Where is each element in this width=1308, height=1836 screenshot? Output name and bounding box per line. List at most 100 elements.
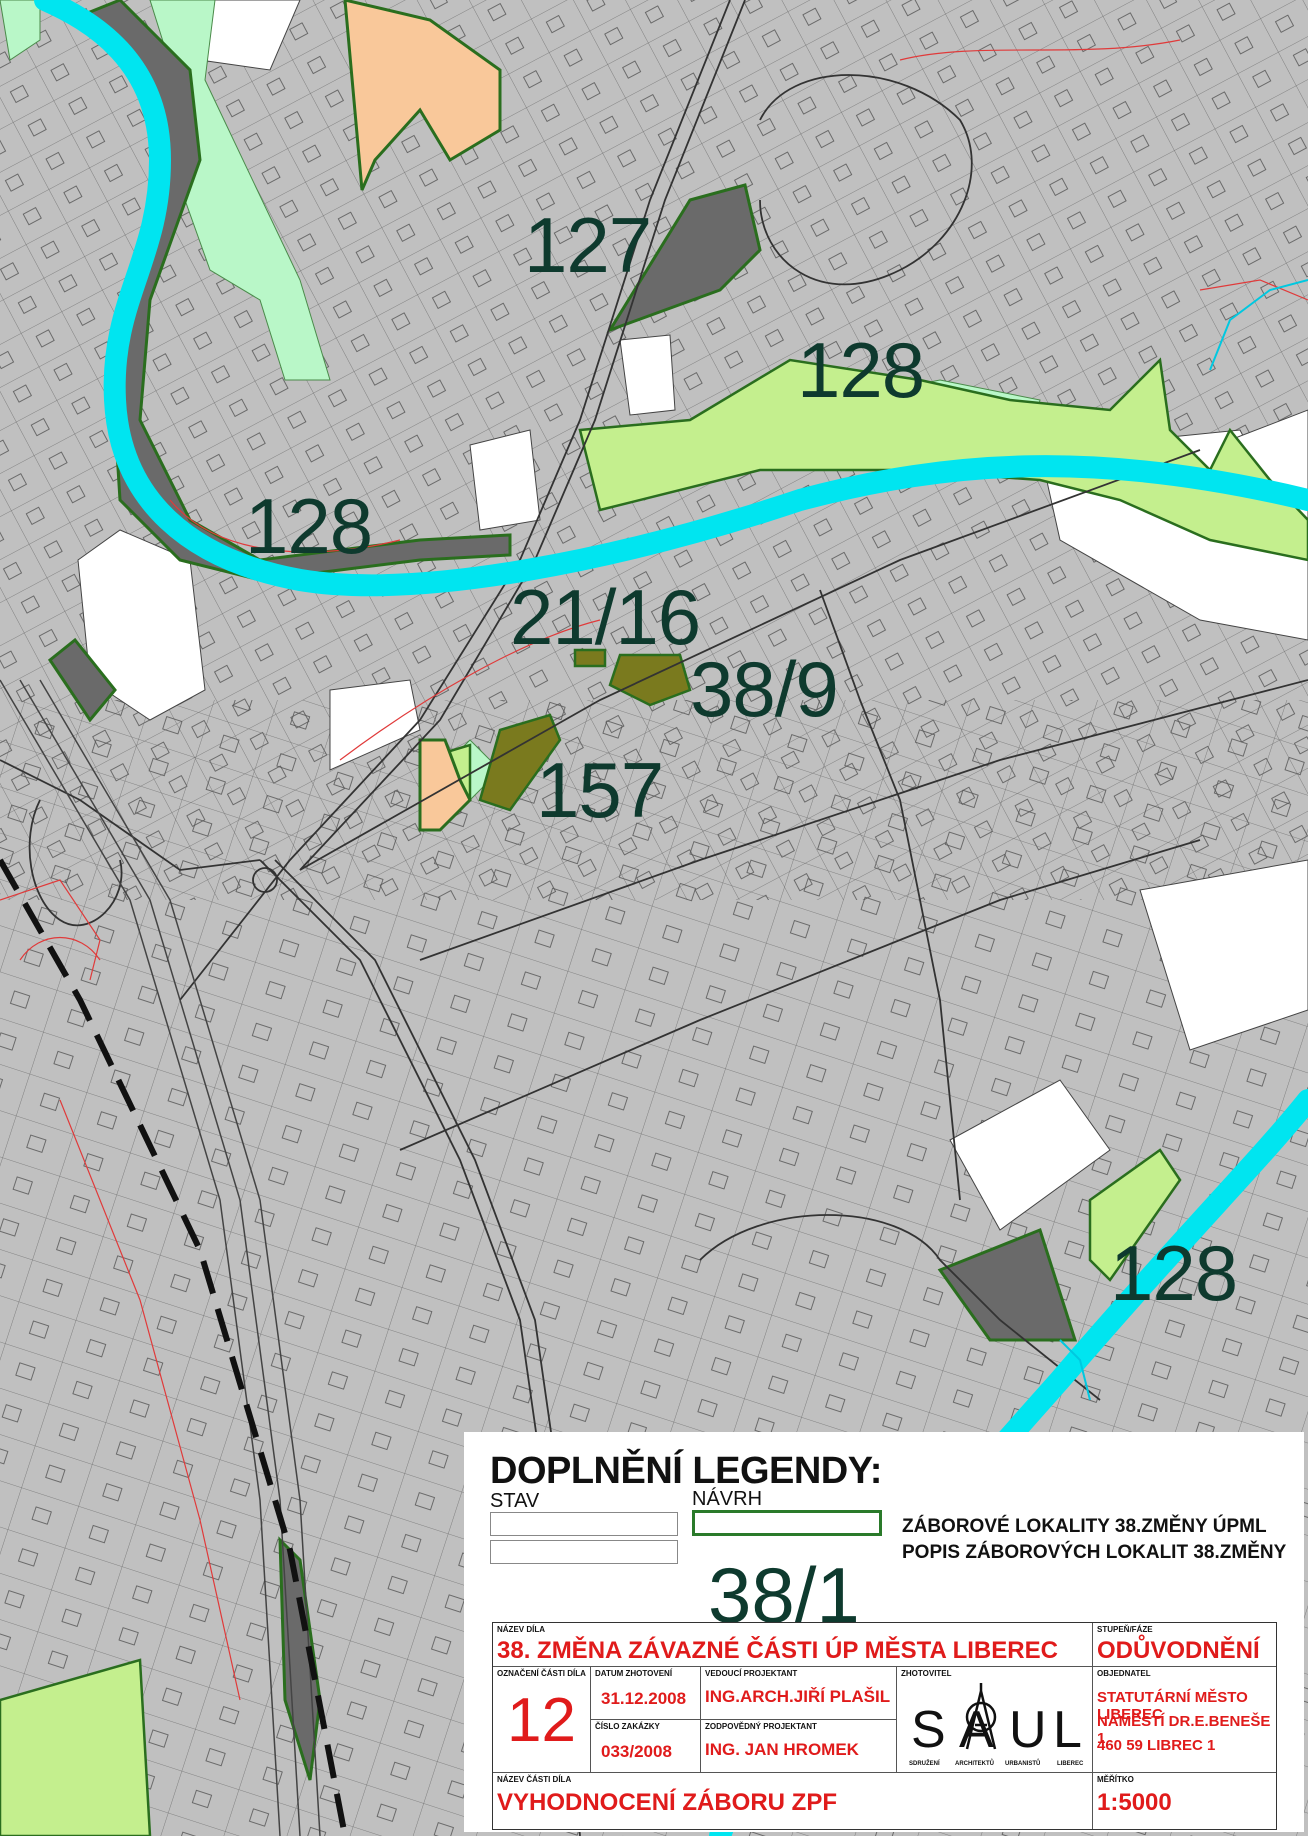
caption-datum: DATUM ZHOTOVENÍ [595,1669,673,1678]
map-feature [343,0,502,191]
map-feature [19,679,301,1836]
map-feature [0,0,41,61]
navrh-swatch [692,1510,882,1536]
legend-example-label: 38/1 [708,1551,860,1639]
cell-vedouci: VEDOUCÍ PROJEKTANT ING.ARCH.JIŘÍ PLAŠIL [701,1667,897,1720]
logo-word: SDRUŽENÍ [909,1759,940,1767]
caption-vedouci: VEDOUCÍ PROJEKTANT [705,1669,798,1678]
cell-nazev-dila: NÁZEV DÍLA 38. ZMĚNA ZÁVAZNÉ ČÁSTI ÚP MĚ… [493,1623,1093,1667]
map-feature [619,334,676,416]
stav-label: STAV [490,1490,540,1512]
stream [1059,1339,1091,1401]
client-line-2: NÁMĚSTÍ DR.E.BENEŠE 1 [1097,1713,1271,1747]
cell-oznaceni: OZNAČENÍ ČÁSTI DÍLA 12 [493,1667,591,1773]
map-feature [699,1214,1101,1401]
scale-value: 1:5000 [1097,1789,1172,1816]
map-feature [419,679,1308,961]
map-feature [274,859,576,1601]
locality-label: 38/9 [690,645,838,733]
stav-swatch-1 [490,1512,678,1536]
cell-nazev-casti: NÁZEV ČÁSTI DÍLA VYHODNOCENÍ ZÁBORU ZPF [493,1773,1093,1829]
work-title: 38. ZMĚNA ZÁVAZNÉ ČÁSTI ÚP MĚSTA LIBEREC [497,1637,1058,1664]
map-feature [329,679,421,771]
map-feature [899,39,1181,61]
map-feature [759,74,973,286]
phase-value: ODŮVODNĚNÍ [1097,1637,1260,1664]
map-feature [0,858,348,1836]
caption-objednatel: OBJEDNATEL [1097,1669,1151,1678]
map-feature [418,738,472,832]
map-feature [39,679,321,1836]
locality-label: 128 [797,326,924,414]
client-line-3: 460 59 LIBREC 1 [1097,1737,1216,1754]
map-feature [1088,1148,1182,1282]
locality-label: 157 [536,746,663,834]
map-feature [478,713,562,812]
map-feature [34,0,1308,597]
navrh-label: NÁVRH [692,1488,763,1510]
responsible-designer: ING. JAN HROMEK [705,1740,859,1759]
logo-letter: S [911,1701,946,1759]
logo-word: URBANISTŮ [1005,1759,1040,1767]
locality-label: 128 [245,482,372,570]
caption-meritko: MĚŘÍTKO [1097,1775,1134,1784]
orange-areas [343,0,502,832]
map-feature [469,429,541,531]
locality-label: 21/16 [510,573,700,661]
locality-label: 127 [524,201,651,289]
map-feature [573,648,607,668]
logo-letter: A [959,1701,994,1759]
map-feature [0,679,281,1836]
cell-meritko: MĚŘÍTKO 1:5000 [1093,1773,1276,1829]
title-block: NÁZEV DÍLA 38. ZMĚNA ZÁVAZNÉ ČÁSTI ÚP MĚ… [492,1622,1277,1830]
cell-datum: DATUM ZHOTOVENÍ 31.12.2008 [591,1667,701,1720]
cell-objednatel: OBJEDNATEL STATUTÁRNÍ MĚSTO LIBEREC NÁMĚ… [1093,1667,1276,1773]
cell-zhotovitel: ZHOTOVITEL S A U L SDRUŽENÍ ARCHITEKTŮ U… [897,1667,1093,1773]
map-feature [606,183,762,333]
part-title: VYHODNOCENÍ ZÁBORU ZPF [497,1789,838,1816]
cell-stupen: STUPEŇ/FÁZE ODŮVODNĚNÍ [1093,1623,1276,1667]
map-feature [179,0,731,1001]
map-feature [28,799,123,927]
logo-letter: L [1053,1701,1082,1759]
map-feature [252,867,278,893]
map-feature [1139,859,1308,1051]
caption-nazev-casti: NÁZEV ČÁSTI DÍLA [497,1775,572,1784]
logo-word: LIBEREC [1057,1761,1084,1767]
logo-word: ARCHITEKTŮ [955,1759,994,1767]
cell-zodpovedny: ZODPOVĚDNÝ PROJEKTANT ING. JAN HROMEK [701,1720,897,1773]
legend-entry-localities: ZÁBOROVÉ LOKALITY 38.ZMĚNY ÚPML [902,1516,1267,1537]
forest-dark-areas [47,0,1078,1781]
locality-label: 128 [1110,1229,1237,1317]
saul-logo: S A U L SDRUŽENÍ ARCHITEKTŮ URBANISTŮ LI… [909,1683,1084,1767]
date-value: 31.12.2008 [601,1689,687,1708]
map-feature [0,759,261,871]
caption-stupen: STUPEŇ/FÁZE [1097,1625,1153,1634]
map-feature [299,449,1201,871]
part-number: 12 [507,1686,576,1755]
lead-architect: ING.ARCH.JIŘÍ PLAŠIL [705,1687,891,1706]
map-feature [59,1099,241,1701]
caption-zhotovitel: ZHOTOVITEL [901,1669,952,1678]
map-feature [169,499,401,553]
legend-title: DOPLNĚNÍ LEGENDY: [490,1450,882,1492]
map-feature [0,1658,152,1836]
locality-labels: 127 128 128 21/16 38/9 157 128 [245,201,1238,1317]
stav-swatch-2 [490,1540,678,1564]
legend-entry-descriptions: POPIS ZÁBOROVÝCH LOKALIT 38.ZMĚNY [902,1542,1287,1563]
railway-corridor [0,679,348,1836]
caption-nazev-dila: NÁZEV DÍLA [497,1625,545,1634]
map-feature [47,637,117,723]
map-feature [1199,279,1308,301]
map-feature [937,1228,1078,1342]
caption-zodpovedny: ZODPOVĚDNÝ PROJEKTANT [705,1722,817,1731]
caption-cislo: ČÍSLO ZAKÁZKY [595,1722,660,1731]
cell-cislo: ČÍSLO ZAKÁZKY 033/2008 [591,1720,701,1773]
legend-panel: DOPLNĚNÍ LEGENDY: STAV NÁVRH ZÁBOROVÉ LO… [464,1432,1304,1832]
map-feature [0,879,101,981]
map-feature [819,589,961,1201]
red-lines [0,39,1308,1701]
map-feature [399,839,1201,1151]
